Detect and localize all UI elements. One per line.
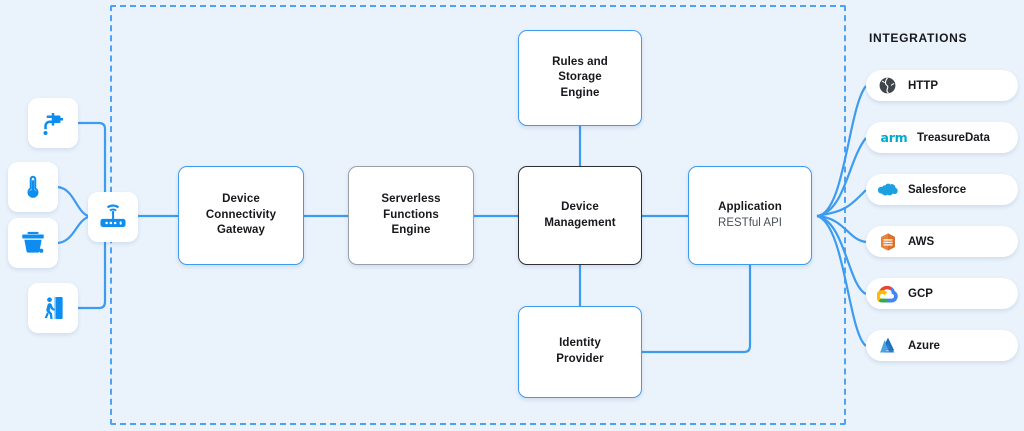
box-device-management[interactable]: Device Management <box>518 166 642 265</box>
box-title-line3: Engine <box>391 224 431 237</box>
integration-item-http[interactable]: HTTP <box>866 70 1018 101</box>
integration-label: Salesforce <box>908 183 967 196</box>
integration-item-azure[interactable]: Azure <box>866 330 1018 361</box>
box-identity-provider[interactable]: Identity Provider <box>518 306 642 398</box>
exit-door-icon <box>38 293 68 323</box>
occupancy-exit-sensor[interactable] <box>28 283 78 333</box>
box-rules-and-storage-engine[interactable]: Rules and Storage Engine <box>518 30 642 126</box>
edge-thermo-hub <box>57 185 89 218</box>
box-title-line1: Serverless <box>381 193 441 206</box>
waste-bin-sensor[interactable] <box>8 218 58 268</box>
integrations-heading: INTEGRATIONS <box>869 31 968 45</box>
box-title-line1: Identity <box>559 337 601 350</box>
waste-bin-icon <box>18 228 48 258</box>
integration-label: HTTP <box>908 79 939 92</box>
box-title-line2: Functions <box>383 208 439 221</box>
integration-label: AWS <box>908 235 935 248</box>
box-device-connectivity-gateway[interactable]: Device Connectivity Gateway <box>178 166 304 265</box>
salesforce-cloud-icon <box>877 179 898 200</box>
router-icon <box>97 201 129 233</box>
box-title-line2: Connectivity <box>205 208 277 221</box>
box-title-line1: Rules and <box>552 55 608 68</box>
azure-icon <box>877 335 898 356</box>
arm-logo-icon: arm <box>880 130 908 145</box>
box-serverless-functions-engine[interactable]: Serverless Functions Engine <box>348 166 474 265</box>
thermometer-icon <box>18 172 48 202</box>
temperature-sensor[interactable] <box>8 162 58 212</box>
aws-icon <box>877 231 898 252</box>
integration-label: GCP <box>908 287 933 300</box>
integration-item-treasuredata[interactable]: arm TreasureData <box>866 122 1018 153</box>
integration-label: TreasureData <box>917 131 990 144</box>
box-title-line1: Device <box>561 200 599 213</box>
box-title-line3: Gateway <box>216 224 265 237</box>
gcp-icon <box>877 283 898 304</box>
water-faucet-sensor[interactable] <box>28 98 78 148</box>
box-title-line2: Provider <box>556 353 604 365</box>
box-title-line1: Application <box>718 200 782 213</box>
box-title-line2: Management <box>544 216 616 229</box>
integration-label: Azure <box>908 339 940 352</box>
box-title-line2: Storage <box>558 71 602 84</box>
box-application-restful-api[interactable]: Application RESTful API <box>688 166 812 265</box>
edge-waste-hub <box>57 215 89 245</box>
integration-item-aws[interactable]: AWS <box>866 226 1018 257</box>
faucet-icon <box>38 108 68 138</box>
wireless-router-hub[interactable] <box>88 192 138 242</box>
integration-item-salesforce[interactable]: Salesforce <box>866 174 1018 205</box>
globe-icon <box>877 75 898 96</box>
box-subtitle: RESTful API <box>718 216 782 229</box>
integration-item-gcp[interactable]: GCP <box>866 278 1018 309</box>
box-title-line3: Engine <box>560 86 600 99</box>
box-title-line1: Device <box>222 193 260 206</box>
